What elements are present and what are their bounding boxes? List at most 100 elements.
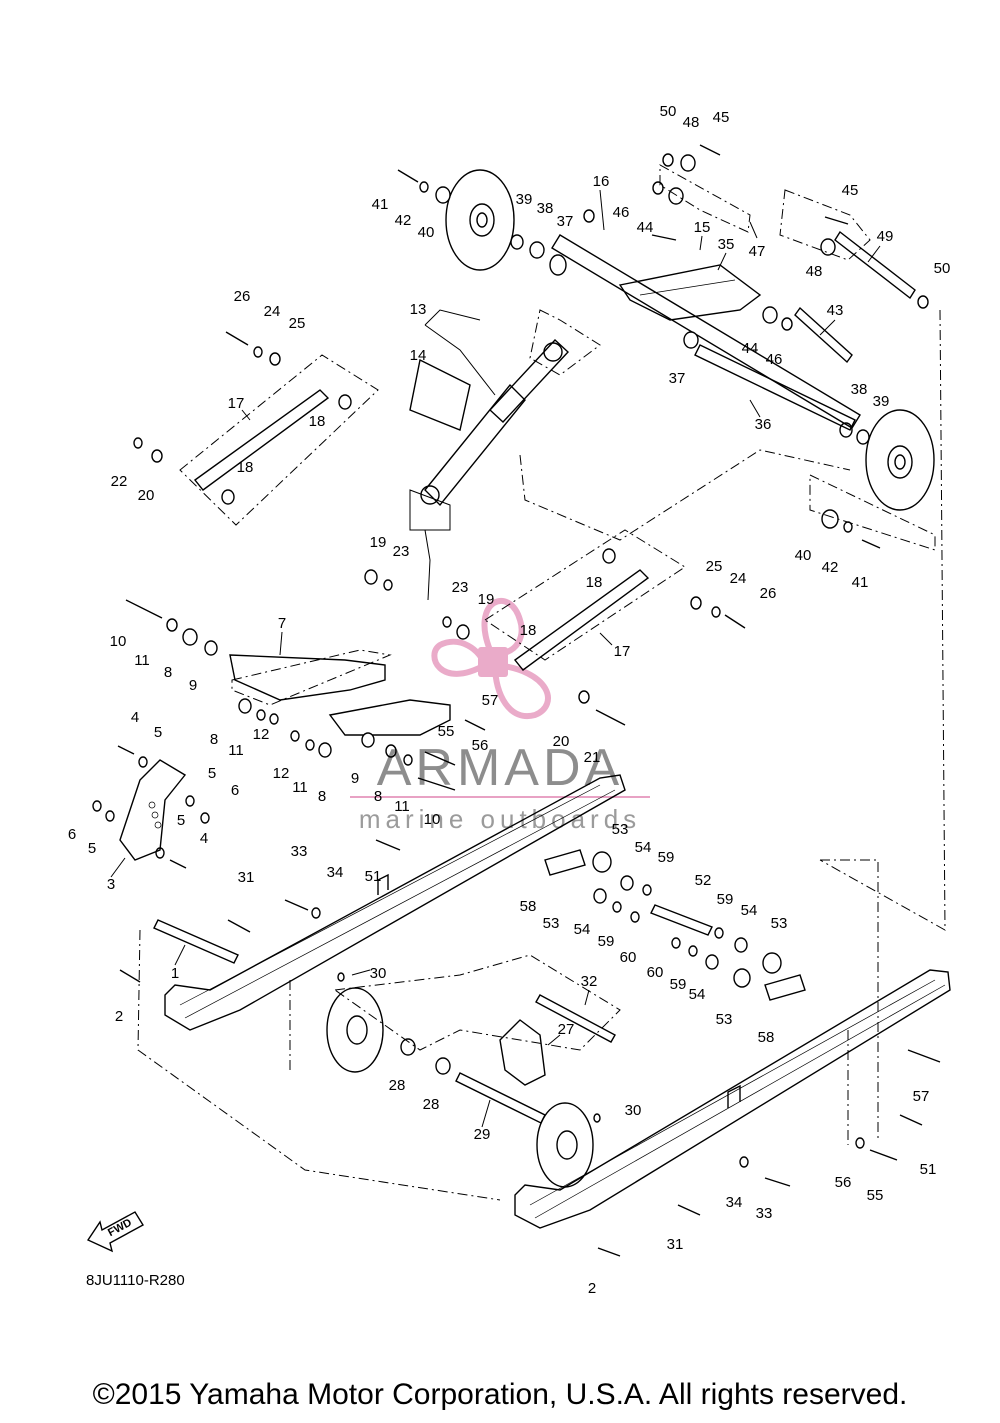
callout-11: 11 (394, 798, 410, 815)
callout-33: 33 (291, 843, 308, 860)
callout-50: 50 (660, 103, 677, 120)
callout-21: 21 (584, 749, 601, 766)
callout-40: 40 (795, 547, 812, 564)
callout-52: 52 (695, 872, 712, 889)
left-slide-rail (164, 774, 626, 1031)
front-bracket (119, 759, 187, 861)
callout-17: 17 (228, 395, 245, 412)
idler-wheel-upper-right (865, 409, 935, 511)
callout-26: 26 (234, 288, 251, 305)
callout-42: 42 (822, 559, 839, 576)
callout-57: 57 (482, 692, 499, 709)
callout-25: 25 (289, 315, 306, 332)
callout-41: 41 (852, 574, 869, 591)
callout-54: 54 (635, 839, 652, 856)
idler-wheel-upper-left (445, 169, 515, 271)
callout-33: 33 (756, 1205, 773, 1222)
callout-18: 18 (520, 622, 537, 639)
callout-46: 46 (766, 351, 783, 368)
callout-9: 9 (351, 770, 359, 787)
link-rods (193, 389, 650, 671)
callout-51: 51 (920, 1161, 937, 1178)
callout-10: 10 (110, 633, 127, 650)
diagram-code: 8JU1110-R280 (86, 1272, 185, 1289)
callout-53: 53 (771, 915, 788, 932)
shock-absorber (409, 339, 569, 507)
callout-59: 59 (658, 849, 675, 866)
callout-29: 29 (474, 1126, 491, 1143)
callout-5: 5 (88, 840, 96, 857)
callout-55: 55 (438, 723, 455, 740)
front-pivot-arm (229, 654, 451, 736)
callout-58: 58 (758, 1029, 775, 1046)
callout-55: 55 (867, 1187, 884, 1204)
callout-44: 44 (742, 340, 759, 357)
callout-31: 31 (667, 1236, 684, 1253)
reference-frames (137, 164, 946, 1201)
callout-20: 20 (553, 733, 570, 750)
callout-48: 48 (683, 114, 700, 131)
callout-18: 18 (237, 459, 254, 476)
callout-27: 27 (558, 1021, 575, 1038)
callout-12: 12 (253, 726, 270, 743)
callout-30: 30 (625, 1102, 642, 1119)
callout-4: 4 (200, 830, 208, 847)
callout-54: 54 (741, 902, 758, 919)
callout-57: 57 (913, 1088, 930, 1105)
callout-48: 48 (806, 263, 823, 280)
callout-5: 5 (154, 724, 162, 741)
callout-59: 59 (670, 976, 687, 993)
callout-51: 51 (365, 868, 382, 885)
callout-30: 30 (370, 965, 387, 982)
callout-25: 25 (706, 558, 723, 575)
callout-53: 53 (612, 821, 629, 838)
idler-wheel-lower-left (326, 987, 384, 1073)
watermark-logo (431, 598, 551, 720)
callout-50: 50 (934, 260, 951, 277)
shafts (153, 230, 916, 1124)
callout-60: 60 (620, 949, 637, 966)
watermark-subtitle: marine outboards (359, 804, 641, 834)
callout-18: 18 (309, 413, 326, 430)
idler-wheel-lower-right (536, 1102, 594, 1188)
callout-11: 11 (292, 779, 308, 796)
callout-1: 1 (171, 965, 179, 982)
callout-54: 54 (574, 921, 591, 938)
callout-20: 20 (138, 487, 155, 504)
callout-58: 58 (520, 898, 537, 915)
callout-13: 13 (410, 301, 427, 318)
callout-24: 24 (730, 570, 747, 587)
callout-40: 40 (418, 224, 435, 241)
callout-10: 10 (424, 811, 441, 828)
callout-43: 43 (827, 302, 844, 319)
callout-23: 23 (452, 579, 469, 596)
right-slide-rail (514, 969, 951, 1229)
callout-8: 8 (210, 731, 218, 748)
callout-17: 17 (614, 643, 631, 660)
callout-15: 15 (694, 219, 711, 236)
callout-45: 45 (713, 109, 730, 126)
callout-14: 14 (410, 347, 427, 364)
callout-34: 34 (726, 1194, 743, 1211)
watermark-brand: ARMADA (377, 739, 623, 797)
fwd-arrow-icon: FWD (86, 1211, 144, 1253)
callout-56: 56 (472, 737, 489, 754)
callout-46: 46 (613, 204, 630, 221)
callout-44: 44 (637, 219, 654, 236)
callout-12: 12 (273, 765, 290, 782)
callout-31: 31 (238, 869, 255, 886)
callout-39: 39 (873, 393, 890, 410)
hardware (92, 144, 941, 1257)
callout-18: 18 (586, 574, 603, 591)
callout-16: 16 (593, 173, 610, 190)
callout-28: 28 (389, 1077, 406, 1094)
callout-8: 8 (164, 664, 172, 681)
callout-59: 59 (598, 933, 615, 950)
callout-60: 60 (647, 964, 664, 981)
callout-6: 6 (231, 782, 239, 799)
rear-pivot-arm (618, 264, 762, 321)
callout-23: 23 (393, 543, 410, 560)
callout-8: 8 (374, 788, 382, 805)
callout-59: 59 (717, 891, 734, 908)
